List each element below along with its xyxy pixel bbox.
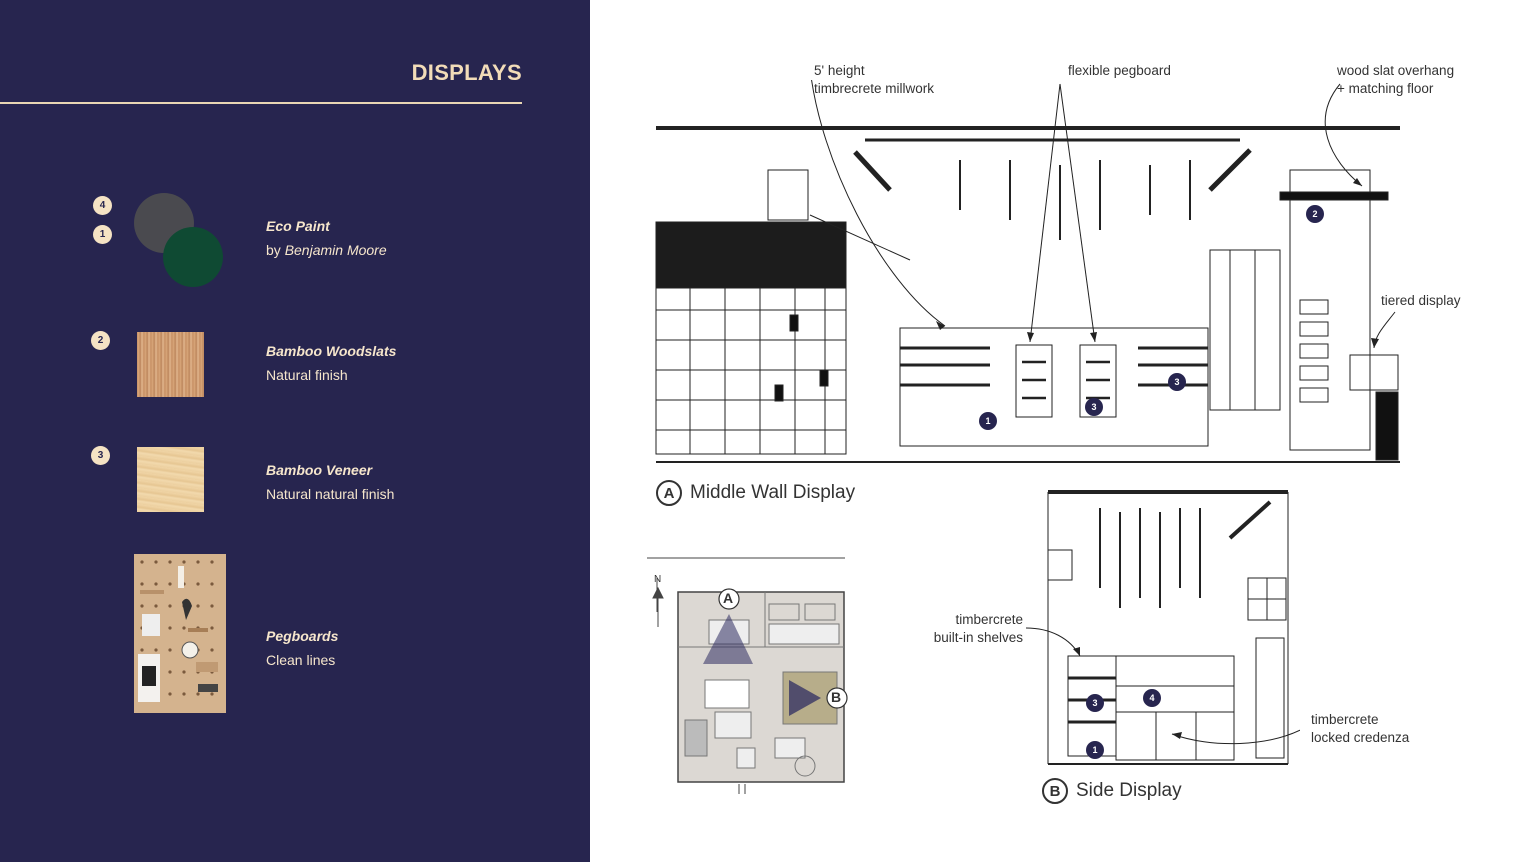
material-badge: 3 xyxy=(91,446,110,465)
material-subtitle: Natural natural finish xyxy=(266,486,395,502)
woodslat-swatch xyxy=(137,332,204,397)
floor-plan xyxy=(647,557,848,794)
material-badge: 4 xyxy=(93,196,112,215)
marker-2: 2 xyxy=(1306,205,1324,223)
callout-tiered: tiered display xyxy=(1381,293,1461,308)
pegboard-photo xyxy=(134,554,226,713)
north-label: N xyxy=(654,574,662,585)
marker-3: 3 xyxy=(1085,398,1103,416)
plan-marker-b: B xyxy=(831,689,842,705)
material-badge: 2 xyxy=(91,331,110,350)
material-subtitle: by Benjamin Moore xyxy=(266,242,387,258)
paint-swatch-green xyxy=(163,227,223,287)
caption-letter: B xyxy=(1042,778,1068,804)
caption-letter: A xyxy=(656,480,682,506)
plan-marker-a: A xyxy=(723,590,734,606)
material-subtitle: Clean lines xyxy=(266,652,336,668)
material-subtitle: Natural finish xyxy=(266,367,348,383)
material-name: Eco Paint xyxy=(266,218,330,234)
callout-credenza: timbercrete locked credenza xyxy=(1311,712,1410,745)
marker-3: 3 xyxy=(1168,373,1186,391)
marker-3: 3 xyxy=(1086,694,1104,712)
veneer-swatch xyxy=(137,447,204,512)
middle-wall-sketch xyxy=(655,80,1400,463)
material-name: Bamboo Veneer xyxy=(266,462,373,478)
caption-side-display: B Side Display xyxy=(1042,778,1182,804)
callout-pegboard: flexible pegboard xyxy=(1068,63,1171,78)
material-name: Pegboards xyxy=(266,628,339,644)
marker-1: 1 xyxy=(1086,741,1104,759)
marker-4: 4 xyxy=(1143,689,1161,707)
material-badge: 1 xyxy=(93,225,112,244)
title-divider xyxy=(0,102,522,104)
materials-panel: DISPLAYS 4 1 Eco Paint by Benjamin Moore… xyxy=(0,0,590,862)
callout-millwork: 5' height timbrecrete millwork xyxy=(814,63,935,96)
callout-overhang: wood slat overhang + matching floor xyxy=(1337,63,1455,96)
material-name: Bamboo Woodslats xyxy=(266,343,397,359)
caption-middle-wall: A Middle Wall Display xyxy=(656,480,855,506)
callout-shelves: timbercrete built-in shelves xyxy=(933,612,1023,645)
side-display-sketch xyxy=(1025,490,1300,765)
page-title: DISPLAYS xyxy=(411,60,522,85)
marker-1: 1 xyxy=(979,412,997,430)
